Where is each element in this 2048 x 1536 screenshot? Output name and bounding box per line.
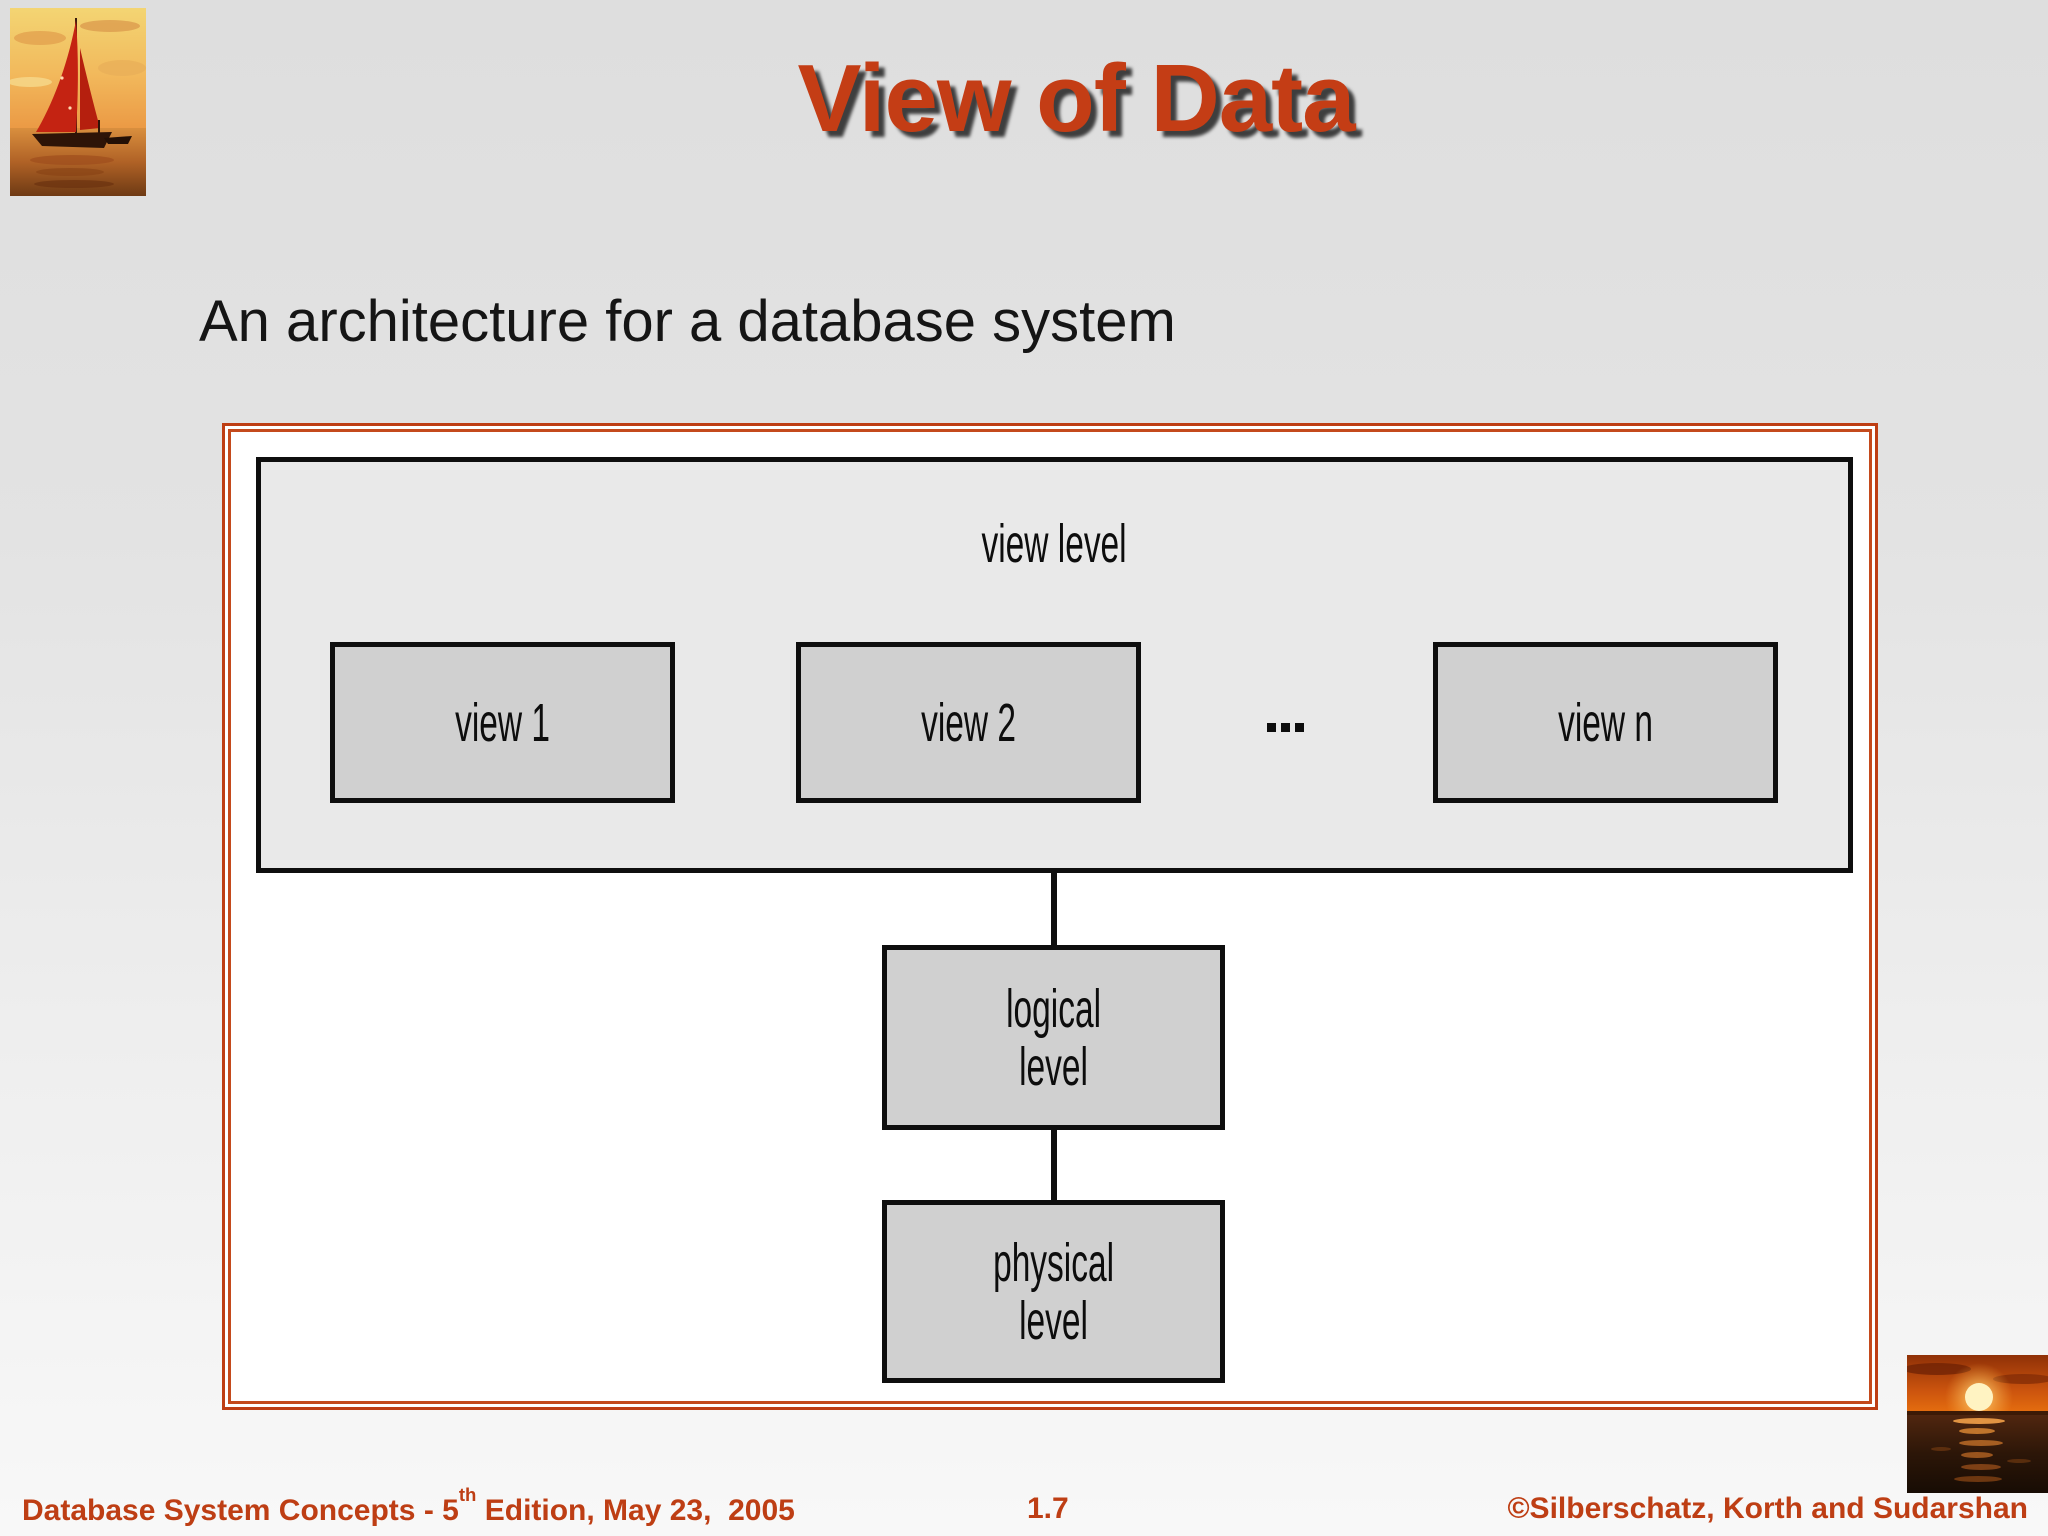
page-title: View of Data [797, 45, 1355, 152]
footer-left-prefix: Database System Concepts - 5 [22, 1494, 459, 1527]
ocean-sunset-photo [1907, 1355, 2048, 1493]
footer-right: ©Silberschatz, Korth and Sudarshan [1507, 1492, 2028, 1525]
ellipsis-dot [1295, 723, 1304, 732]
view-n-box: view n [1433, 642, 1778, 803]
diagram-frame-inner-border [228, 429, 1872, 1404]
physical-level-line1: physical [993, 1232, 1114, 1293]
footer-left: Database System Concepts - 5th Edition, … [22, 1484, 795, 1528]
footer-left-suffix: Edition, May 23, 2005 [476, 1494, 795, 1527]
ellipsis-dot [1281, 723, 1290, 732]
ellipsis-dots [1267, 723, 1304, 732]
footer-left-superscript: th [458, 1483, 477, 1505]
ellipsis-dot [1267, 723, 1276, 732]
physical-level-line2: level [1019, 1290, 1088, 1351]
connector-logical-physical [1051, 1128, 1057, 1202]
logical-level-line1: logical [1006, 978, 1101, 1039]
footer-page-number: 1.7 [1027, 1492, 1069, 1525]
logical-level-line2: level [1019, 1036, 1088, 1097]
view-2-box: view 2 [796, 642, 1141, 803]
connector-viewlevel-logical [1051, 873, 1057, 948]
logical-level-box: logical level [882, 945, 1225, 1130]
view-n-label: view n [1558, 692, 1653, 753]
slide-subtitle: An architecture for a database system [199, 289, 1176, 354]
view-2-label: view 2 [921, 692, 1016, 753]
view-level-label: view level [256, 515, 1853, 573]
view-level-label-text: view level [981, 514, 1128, 574]
physical-level-box: physical level [882, 1200, 1225, 1383]
sailboat-sunset-photo [10, 8, 146, 196]
view-1-box: view 1 [330, 642, 675, 803]
view-1-label: view 1 [455, 692, 550, 753]
